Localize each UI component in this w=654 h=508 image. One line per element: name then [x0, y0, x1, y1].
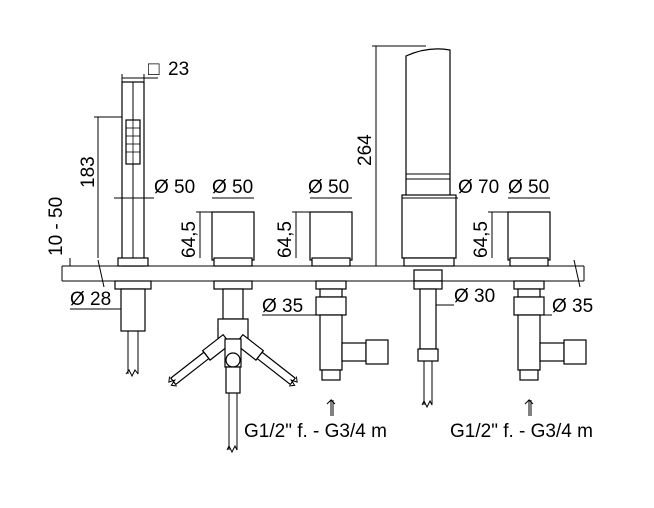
- dim-height-64-5-mid: 64,5: [275, 221, 296, 258]
- hand-shower: [114, 81, 152, 378]
- dim-diameter-50-shower: Ø 50: [154, 177, 195, 198]
- square-symbol: □: [148, 59, 160, 80]
- dim-height-183: 183: [78, 156, 99, 188]
- dim-diameter-50-diverter: Ø 50: [212, 177, 253, 198]
- connection-note-left: G1/2" f. - G3/4 m: [244, 421, 387, 442]
- dim-diameter-50-hot: Ø 50: [308, 177, 349, 198]
- hot-valve: [309, 211, 389, 381]
- dim-diameter-70-spout: Ø 70: [458, 177, 499, 198]
- dim-diameter-30: Ø 30: [454, 286, 495, 307]
- diverter-valve: [168, 211, 298, 454]
- dim-diameter-28: Ø 28: [70, 289, 111, 310]
- dim-diameter-35-left: Ø 35: [262, 296, 303, 317]
- dim-diameter-50-cold: Ø 50: [508, 177, 549, 198]
- dim-square-23: 23: [168, 59, 189, 80]
- dim-diameter-35-right: Ø 35: [552, 296, 593, 317]
- dim-height-264: 264: [355, 134, 376, 166]
- dim-height-10-50: 10 - 50: [46, 197, 67, 256]
- connection-note-right: G1/2" f. - G3/4 m: [450, 421, 593, 442]
- dim-height-64-5-right: 64,5: [471, 221, 492, 258]
- dim-height-64-5-left: 64,5: [179, 221, 200, 258]
- cold-valve: [507, 211, 587, 381]
- dimension-lines: [69, 45, 552, 416]
- spout: [401, 48, 457, 409]
